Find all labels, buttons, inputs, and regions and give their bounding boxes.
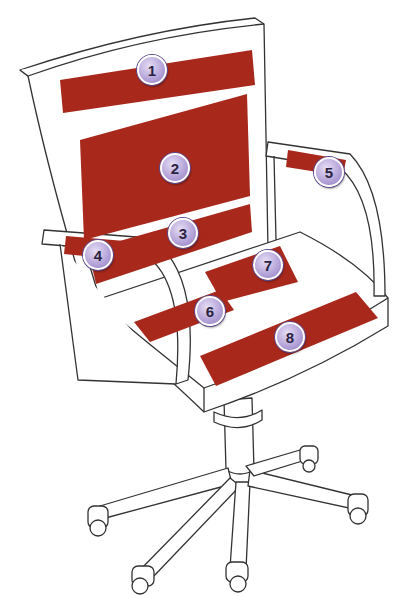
callout-circle: 2 (160, 153, 190, 183)
callout-circle: 1 (137, 55, 167, 85)
callout-circle: 7 (253, 250, 283, 280)
sensor-zone (200, 292, 378, 386)
callout-number: 3 (179, 226, 187, 241)
sensor-zone (205, 246, 298, 302)
chair-body (20, 18, 388, 412)
callout-number: 2 (171, 161, 179, 176)
sensor-zones (60, 50, 378, 386)
callout-number: 5 (325, 165, 333, 180)
sensor-zone (134, 290, 234, 342)
callout-number: 8 (286, 330, 294, 345)
callout-number: 1 (148, 63, 156, 78)
callout-number: 4 (94, 248, 102, 263)
callout-circle: 3 (168, 218, 198, 248)
chair-base (88, 398, 368, 594)
callout-circle: 4 (83, 240, 113, 270)
callout-circle: 6 (195, 296, 225, 326)
callout-number: 6 (206, 304, 214, 319)
callout-circle: 5 (314, 157, 344, 187)
callout-circle: 8 (275, 322, 305, 352)
callout-number: 7 (264, 258, 272, 273)
